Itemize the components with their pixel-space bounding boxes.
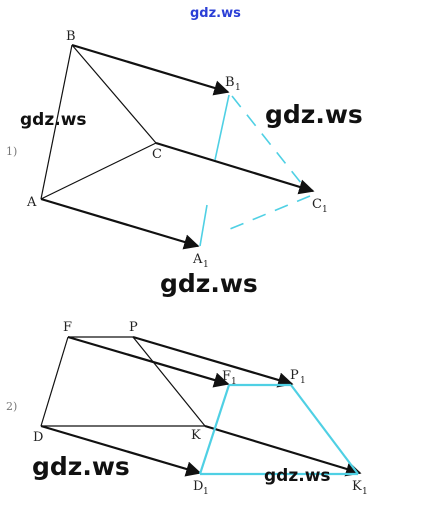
label-A1-sub: 1 xyxy=(203,260,209,270)
label-P: P xyxy=(129,320,138,335)
label-D: D xyxy=(33,430,43,445)
segment-P1K1 xyxy=(290,384,359,475)
label-D1-sub: 1 xyxy=(203,487,209,497)
label-P1: P xyxy=(290,368,299,383)
part-number-2: 2) xyxy=(6,400,17,413)
watermark-5: gdz.ws xyxy=(264,466,331,486)
vector-AA1 xyxy=(40,197,200,250)
watermark-2: gdz.ws xyxy=(265,100,363,129)
watermark-1: gdz.ws xyxy=(20,110,87,130)
vector-CC1 xyxy=(155,141,315,195)
watermark-top: gdz.ws xyxy=(190,6,241,21)
vector-PP1 xyxy=(132,335,294,388)
segment-A1-lower xyxy=(199,204,208,247)
label-B1: B xyxy=(225,75,235,90)
watermark-4: gdz.ws xyxy=(32,452,130,481)
segment-FD xyxy=(40,336,69,427)
label-K1-sub: 1 xyxy=(362,487,368,497)
label-A1: A xyxy=(192,252,203,267)
segment-AB xyxy=(40,44,73,200)
segment-C1A1 xyxy=(229,195,311,230)
label-K: K xyxy=(191,428,201,443)
label-D1: D xyxy=(193,479,203,494)
vector-BB1 xyxy=(71,43,230,96)
segment-B1-upper xyxy=(214,94,230,161)
label-F1-sub: 1 xyxy=(231,377,237,387)
vector-KK1 xyxy=(204,424,362,477)
segment-BC xyxy=(71,44,157,144)
label-K1: K xyxy=(352,479,362,494)
segment-AC xyxy=(40,142,157,200)
segment-B1C1 xyxy=(231,95,306,189)
segment-PK xyxy=(132,336,206,427)
label-C: C xyxy=(152,147,162,162)
label-F: F xyxy=(63,320,72,335)
part-number-1: 1) xyxy=(6,145,17,158)
label-F1: F xyxy=(222,369,231,384)
figure-2: F P D K F 1 P 1 D 1 K 1 2) xyxy=(6,320,368,497)
watermark-3: gdz.ws xyxy=(160,269,258,298)
figure-1: B C A B 1 C 1 A 1 1) xyxy=(6,29,328,270)
label-B: B xyxy=(66,29,76,44)
vector-FF1 xyxy=(67,335,230,388)
segment-F1D1 xyxy=(198,384,231,475)
vector-DD1 xyxy=(40,424,202,477)
label-P1-sub: 1 xyxy=(300,376,306,386)
label-B1-sub: 1 xyxy=(235,83,241,93)
label-C1-sub: 1 xyxy=(322,205,328,215)
label-A: A xyxy=(26,195,37,210)
label-C1: C xyxy=(312,197,322,212)
